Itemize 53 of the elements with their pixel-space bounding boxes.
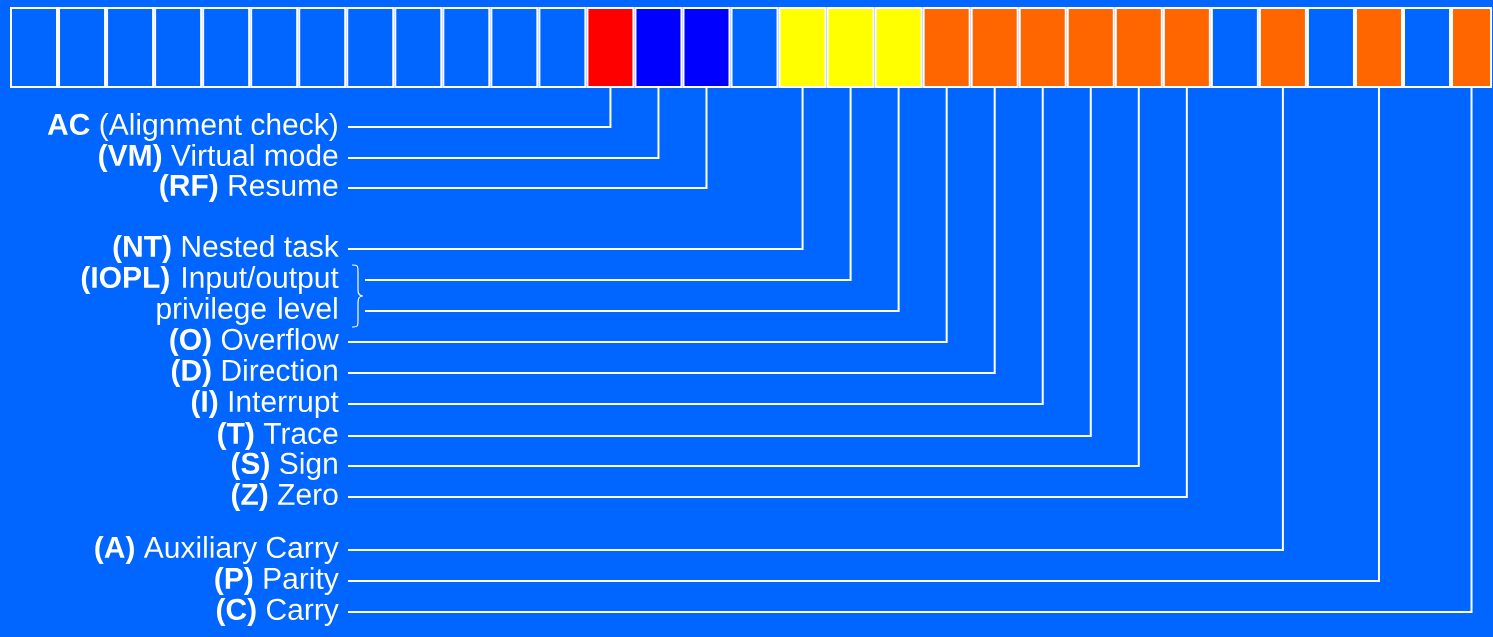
- leader-line: [347, 86, 948, 343]
- bit-cell: [1018, 7, 1067, 88]
- bit-cell: [682, 7, 731, 88]
- flag-label: (T) Trace: [218, 422, 338, 450]
- flag-label: (C) Carry: [217, 598, 339, 626]
- flag-label: (A) Auxiliary Carry: [95, 536, 339, 564]
- leader-line: [364, 86, 900, 312]
- bit-cell: [1403, 7, 1451, 88]
- bit-cell: [1162, 7, 1211, 88]
- bit-cell: [1066, 7, 1115, 88]
- bit-cell: [778, 7, 827, 88]
- flag-label: (O) Overflow: [170, 328, 339, 356]
- bit-cell: [826, 7, 875, 88]
- bit-cell: [874, 7, 923, 88]
- flag-label: (D) Direction: [171, 359, 337, 387]
- flag-label: (P) Parity: [215, 567, 339, 595]
- flag-label: (RF) Resume: [160, 174, 338, 202]
- flag-label: (NT) Nested task: [113, 235, 339, 263]
- flag-label: (I) Interrupt: [191, 390, 339, 418]
- bit-cell: [730, 7, 779, 88]
- bit-cell: [1114, 7, 1163, 88]
- bit-cell: [106, 7, 155, 88]
- bit-cell: [1354, 7, 1403, 88]
- bit-cell: [58, 7, 107, 88]
- leader-line: [347, 86, 804, 250]
- bit-cell: [922, 7, 971, 88]
- bit-cell: [538, 7, 587, 88]
- flag-label: (IOPL) Input/output privilege level: [81, 266, 339, 325]
- bit-cell: [970, 7, 1019, 88]
- bit-cell: [490, 7, 539, 88]
- bit-cell: [202, 7, 251, 88]
- flag-label: (VM) Virtual mode: [99, 144, 338, 172]
- flag-label: AC (Alignment check): [47, 113, 337, 141]
- bit-cell: [1210, 7, 1259, 88]
- bit-cell: [1258, 7, 1307, 88]
- bit-cell: [10, 7, 59, 88]
- bit-cell: [250, 7, 299, 88]
- flag-label: (Z) Zero: [231, 483, 338, 511]
- bit-cell: [154, 7, 203, 88]
- bit-cell: [298, 7, 347, 88]
- bit-cell: [634, 7, 683, 88]
- leader-line: [347, 86, 708, 189]
- bit-cell: [394, 7, 443, 88]
- bit-cell: [586, 7, 635, 88]
- flag-label: (S) Sign: [231, 452, 337, 480]
- bit-cell: [346, 7, 395, 88]
- bit-cell: [1451, 7, 1492, 88]
- leader-line: [347, 86, 612, 128]
- leader-line: [347, 86, 996, 374]
- leader-line: [364, 86, 852, 281]
- bit-cell: [1306, 7, 1355, 88]
- leader-line: [347, 86, 660, 159]
- bit-cell: [442, 7, 491, 88]
